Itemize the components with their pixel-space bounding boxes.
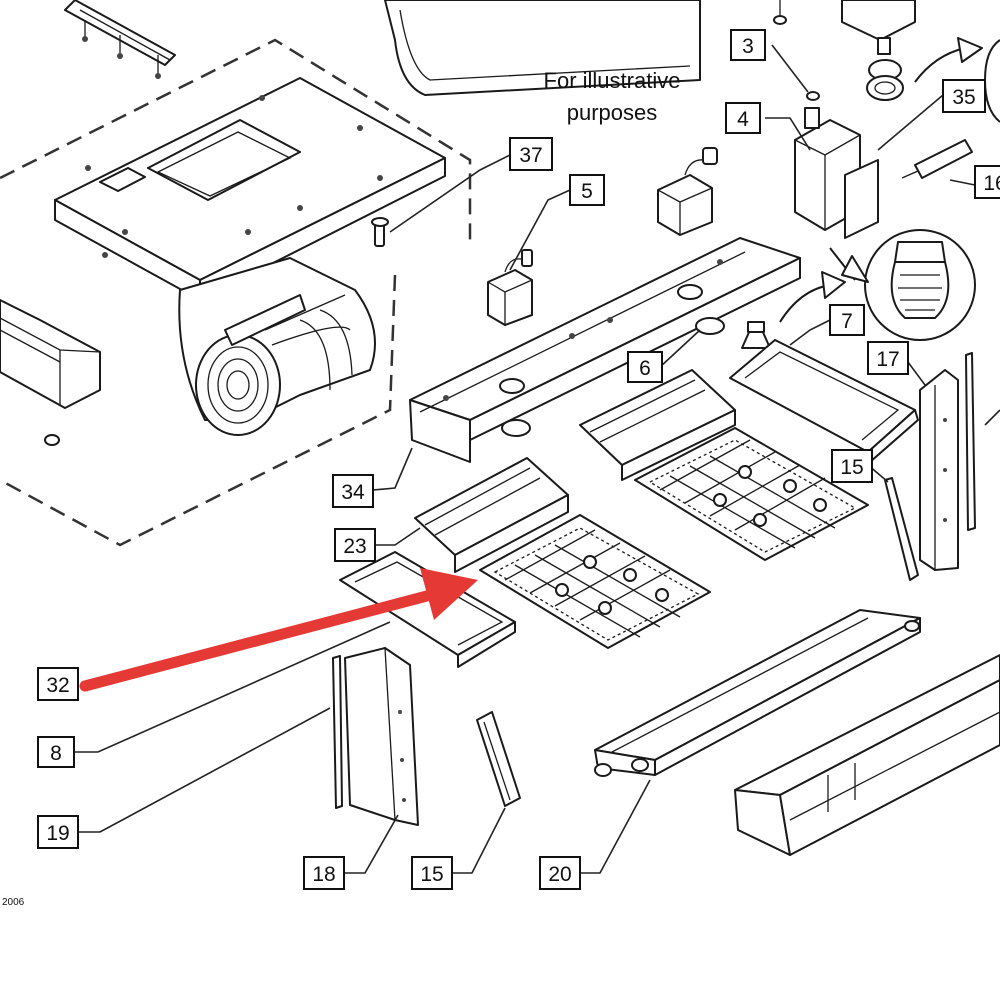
side-panel-part-17 [919, 352, 976, 571]
svg-text:7: 7 [841, 310, 853, 333]
callout-6: 6 [627, 351, 663, 383]
filter-rail-part-23 [414, 457, 569, 573]
svg-text:15: 15 [840, 456, 863, 479]
side-panel-part-19 [332, 655, 343, 809]
svg-text:17: 17 [876, 348, 899, 371]
svg-text:37: 37 [519, 144, 542, 167]
callout-32: 32 [37, 667, 79, 701]
svg-text:35: 35 [952, 86, 975, 109]
light-panel-part-7 [729, 339, 919, 463]
leader-lines [74, 44, 1000, 874]
callout-19: 19 [37, 815, 79, 849]
callout-35: 35 [942, 79, 986, 113]
grease-filter-part-32 [479, 514, 711, 649]
blower-fan [178, 257, 376, 436]
top-rail-assembly [64, 0, 176, 79]
halogen-bulb-detail [829, 229, 976, 341]
svg-text:32: 32 [46, 674, 69, 697]
svg-text:20: 20 [548, 863, 571, 886]
callout-18: 18 [303, 856, 345, 890]
svg-text:18: 18 [312, 863, 335, 886]
blower-enclosure-outline [0, 38, 472, 547]
callout-34: 34 [332, 474, 374, 508]
transformer-part-5 [487, 249, 533, 326]
switch-assembly [841, 0, 916, 101]
footer-year: 2006 [2, 897, 25, 908]
callout-3: 3 [730, 29, 766, 61]
callout-5: 5 [569, 174, 605, 206]
hood-body [384, 0, 701, 96]
bottom-channel [734, 654, 1000, 856]
svg-text:15: 15 [420, 863, 443, 886]
detail-arrow-top [914, 37, 1000, 123]
callout-15-bottom: 15 [411, 856, 453, 890]
callout-23: 23 [334, 528, 376, 562]
screw-part-37 [371, 217, 389, 247]
blower-mounting-plate [54, 77, 446, 301]
trim-strip-part-15-right [884, 477, 919, 581]
svg-text:3: 3 [742, 35, 754, 58]
callout-20: 20 [539, 856, 581, 890]
svg-text:19: 19 [46, 822, 69, 845]
svg-text:8: 8 [50, 742, 62, 765]
svg-text:34: 34 [341, 481, 365, 504]
callout-7: 7 [829, 304, 865, 336]
svg-text:4: 4 [737, 108, 749, 131]
junction-box-part-4 [794, 107, 879, 239]
rear-bracket-part-34 [409, 237, 801, 463]
clip-part-3 [773, 0, 820, 101]
callout-8: 8 [37, 736, 75, 768]
front-rail-part-20 [594, 609, 921, 777]
callout-15-right: 15 [831, 449, 873, 483]
callout-4: 4 [725, 102, 761, 134]
trim-strip-part-15-bottom [476, 711, 521, 807]
svg-text:5: 5 [581, 180, 593, 203]
light-panel-part-8 [339, 551, 516, 668]
callout-17: 17 [867, 341, 909, 375]
illustrative-note-line-1: For illustrative [544, 68, 681, 93]
grease-filter-back [634, 427, 869, 561]
illustrative-note-line-2: purposes [567, 100, 658, 125]
svg-text:6: 6 [639, 357, 651, 380]
svg-text:23: 23 [343, 535, 366, 558]
side-panel-part-18 [344, 647, 419, 826]
gasket-part-6 [501, 317, 725, 437]
highlight-arrow [79, 568, 478, 692]
callout-16: 16 [974, 165, 1000, 199]
filter-rail-back [579, 369, 736, 481]
bulb-socket [741, 271, 846, 349]
rod-part-16 [901, 139, 973, 179]
callout-37: 37 [509, 137, 553, 171]
control-box [0, 299, 101, 446]
transformer-unit [657, 147, 718, 236]
svg-text:16: 16 [983, 172, 1000, 195]
